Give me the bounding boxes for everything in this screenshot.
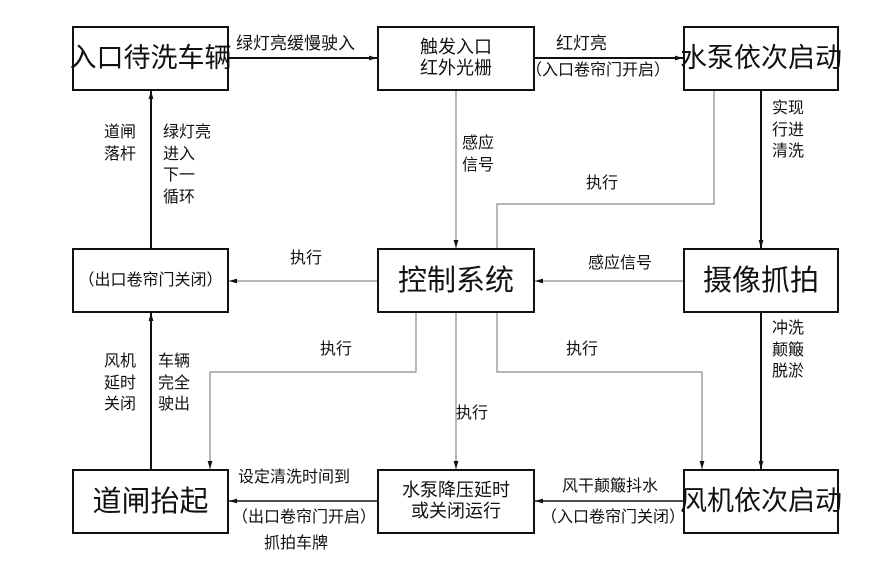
edge-control-to-gate	[207, 312, 417, 469]
edge-control-to-pumps	[496, 90, 715, 249]
edge-label-execute-to-fans: 执行	[566, 339, 599, 358]
node-pump-reduce-line2: 或关闭运行	[411, 500, 501, 522]
edge-label-execute-to-pumpreduce: 执行	[456, 403, 489, 422]
edge-label-red-light: 红灯亮	[556, 34, 607, 54]
node-entrance-waiting-label: 入口待洗车辆	[69, 42, 232, 74]
edge-label-realize-washing: 实现 行进 清洗	[772, 98, 805, 161]
edge-label-fan-delay-off: 风机 延时 关闭	[104, 351, 137, 414]
edge-label-exit-door-open: （出口卷帘门开启）	[232, 507, 377, 526]
edge-label-execute-to-pumps: 执行	[586, 173, 619, 192]
edge-label-wash-bump-desilt: 冲洗 颠簸 脱淤	[772, 318, 805, 381]
node-pumps-start-label: 水泵依次启动	[680, 42, 842, 74]
edge-label-green-light-slow-enter: 绿灯亮缓慢驶入	[236, 34, 355, 54]
node-camera-capture: 摄像抓拍	[683, 248, 839, 313]
edge-label-capture-plate: 抓拍车牌	[264, 533, 329, 552]
edge-label-sensor-signal-down: 感应 信号	[462, 133, 495, 174]
node-control-system-label: 控制系统	[397, 262, 514, 297]
edge-label-air-dry-shake: 风干颠簸抖水	[562, 476, 659, 495]
node-infrared-grating-line1: 触发入口	[420, 36, 492, 58]
node-camera-capture-label: 摄像抓拍	[702, 262, 819, 297]
node-infrared-grating: 触发入口 红外光栅	[377, 26, 535, 91]
node-gate-lift-label: 道闸抬起	[92, 483, 209, 518]
node-exit-door-close: （出口卷帘门关闭）	[72, 248, 229, 313]
node-control-system: 控制系统	[377, 248, 535, 313]
node-pump-reduce: 水泵降压延时 或关闭运行	[377, 469, 535, 534]
node-gate-lift: 道闸抬起	[72, 469, 229, 534]
edge-label-sensor-signal-left: 感应信号	[588, 253, 653, 272]
edge-label-execute-to-exitdoor: 执行	[290, 248, 323, 267]
edge-label-green-next-cycle: 绿灯亮 进入 下一 循环	[163, 122, 212, 206]
node-fans-start-label: 风机依次启动	[680, 485, 842, 517]
edge-label-vehicle-exit: 车辆 完全 驶出	[158, 351, 191, 414]
edge-control-to-fans	[496, 312, 705, 469]
edge-label-entrance-door-open: （入口卷帘门开启）	[526, 60, 671, 79]
node-entrance-waiting: 入口待洗车辆	[69, 26, 232, 91]
node-pump-reduce-line1: 水泵降压延时	[402, 479, 510, 501]
node-exit-door-close-label: （出口卷帘门关闭）	[78, 270, 223, 290]
edge-label-execute-to-gate: 执行	[320, 339, 353, 358]
edge-label-entrance-door-close: （入口卷帘门关闭）	[541, 507, 686, 526]
node-infrared-grating-line2: 红外光栅	[420, 57, 492, 79]
node-pumps-start: 水泵依次启动	[680, 26, 842, 91]
edge-label-gate-lower: 道闸 落杆	[104, 122, 137, 163]
edge-label-set-wash-time: 设定清洗时间到	[238, 467, 351, 486]
node-fans-start: 风机依次启动	[680, 469, 842, 534]
